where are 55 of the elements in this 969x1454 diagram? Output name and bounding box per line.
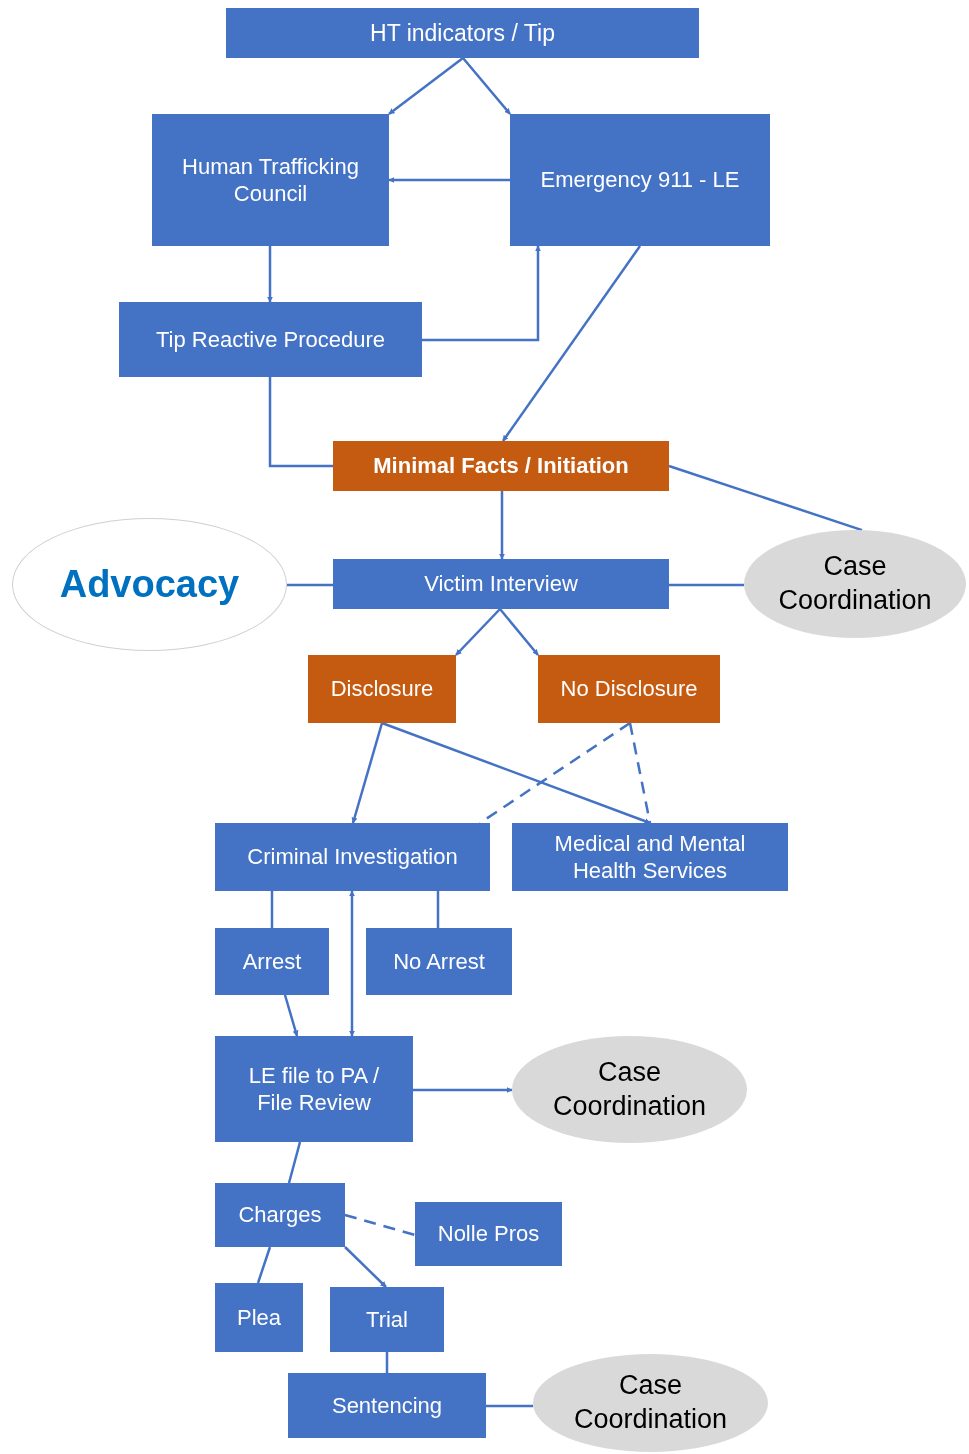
process-box	[152, 114, 389, 246]
node-label: Charges	[238, 1201, 322, 1229]
node-label: Advocacy	[59, 561, 240, 607]
node-label: Criminal Investigation	[247, 843, 458, 871]
connector-arrow	[349, 890, 355, 1037]
highlight-box	[333, 441, 669, 491]
process-box	[415, 1202, 562, 1266]
connector-arrow	[455, 608, 501, 656]
node-label: Disclosure	[330, 675, 434, 703]
highlight-box	[538, 655, 720, 723]
node-label: Case Coordination	[551, 1055, 708, 1123]
process-box	[510, 114, 770, 246]
node-label: No Disclosure	[560, 675, 698, 703]
connector-arrow	[388, 57, 464, 115]
node-label: Nolle Pros	[437, 1220, 540, 1248]
node-label: Emergency 911 - LE	[540, 166, 740, 194]
process-box	[215, 1183, 345, 1247]
process-box	[333, 559, 669, 609]
node-label: Case Coordination	[777, 550, 933, 617]
process-box	[119, 302, 422, 377]
process-box	[288, 1373, 486, 1438]
node-label: Plea	[236, 1303, 281, 1332]
process-box	[226, 8, 699, 58]
process-box	[215, 1036, 413, 1142]
node-label: Trial	[366, 1305, 408, 1334]
process-box	[215, 823, 490, 891]
connector-arrow	[422, 245, 541, 342]
connector-arrow	[381, 721, 651, 825]
process-box	[215, 1283, 303, 1352]
connector-arrow	[501, 245, 642, 442]
connector-arrow	[413, 1087, 513, 1093]
connector-arrow	[351, 722, 384, 824]
connector-arrow	[462, 57, 511, 115]
node-label: Tip Reactive Procedure	[155, 325, 386, 354]
process-box	[366, 928, 512, 995]
connector-arrow	[344, 1246, 387, 1288]
node-label: Arrest	[242, 947, 302, 976]
connector-arrow	[499, 491, 505, 560]
node-label: Minimal Facts / Initiation	[373, 452, 629, 480]
node-label: Medical and Mental Health Services	[553, 829, 747, 885]
process-box	[512, 823, 788, 891]
node-label: HT indicators / Tip	[370, 18, 555, 48]
node-label: Human Trafficking Council	[181, 152, 360, 208]
node-label: LE file to PA / File Review	[247, 1061, 381, 1117]
connector-arrow	[283, 994, 299, 1037]
process-box	[330, 1287, 444, 1352]
node-label: Sentencing	[331, 1391, 443, 1420]
connector-arrow	[267, 246, 273, 303]
node-label: No Arrest	[393, 947, 485, 976]
node-label: Case Coordination	[572, 1369, 729, 1436]
highlight-box	[308, 655, 456, 723]
process-box	[215, 928, 329, 995]
node-label: Victim Interview	[424, 570, 578, 598]
connector-arrow	[388, 177, 510, 183]
connector-arrow	[499, 608, 539, 656]
